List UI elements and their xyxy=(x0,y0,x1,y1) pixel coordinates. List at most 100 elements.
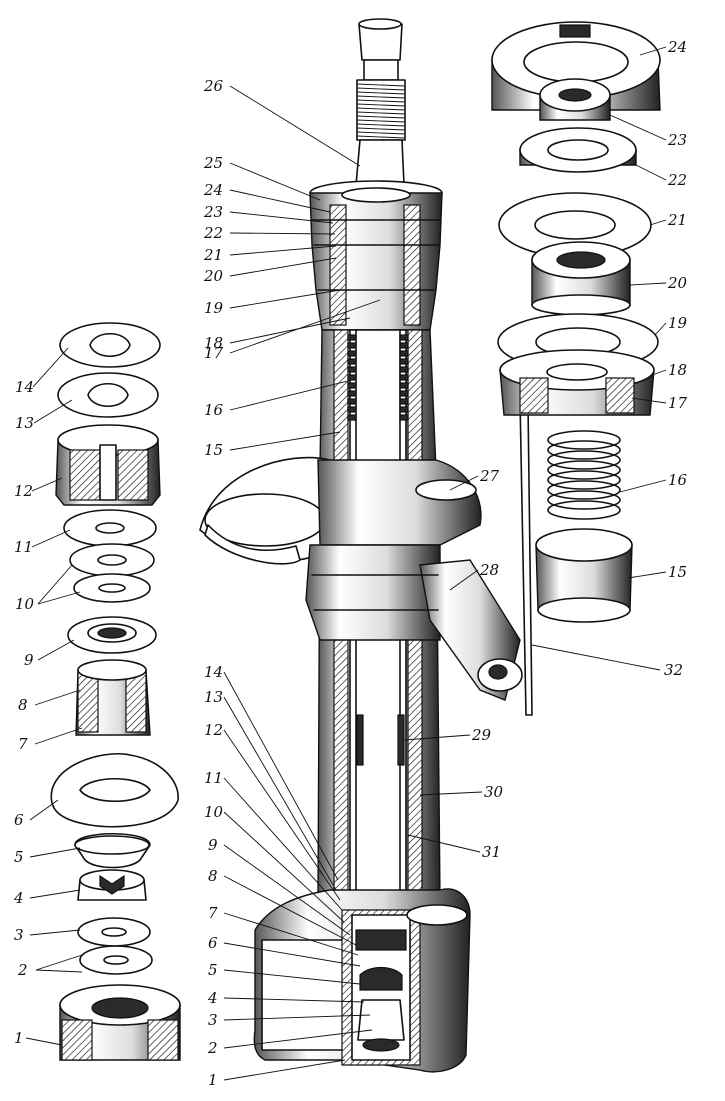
label-center-17: 17 xyxy=(204,344,224,362)
label-right-18: 18 xyxy=(668,361,687,379)
label-center-lower-6: 6 xyxy=(208,934,218,952)
rod-thread-line xyxy=(356,127,406,131)
label-center-15: 15 xyxy=(204,441,223,459)
label-right-23: 23 xyxy=(667,131,687,149)
rod-thread-line xyxy=(356,135,406,139)
label-left-5: 5 xyxy=(14,848,24,866)
discs-2 xyxy=(79,945,153,975)
rod-thread-line xyxy=(356,95,406,99)
cup-5 xyxy=(74,833,151,869)
discs-10 xyxy=(69,543,155,603)
label-right-17: 17 xyxy=(668,394,688,412)
label-right-22: 22 xyxy=(667,171,687,189)
spring-coil xyxy=(547,470,621,490)
inner-spring-coil xyxy=(347,382,357,389)
rod-thread-line xyxy=(356,99,406,103)
label-left-1: 1 xyxy=(14,1029,24,1047)
label-right-19: 19 xyxy=(668,314,688,332)
label-center-20: 20 xyxy=(203,267,224,285)
label-center-24: 24 xyxy=(203,181,223,199)
rod-thread-line xyxy=(356,111,406,115)
inner-spring-coil xyxy=(399,398,409,405)
spring-coil xyxy=(547,450,621,470)
label-left-7: 7 xyxy=(18,735,28,753)
label-right-16: 16 xyxy=(668,471,688,489)
inner-spring-coil xyxy=(347,366,357,373)
inner-spring-coil xyxy=(347,406,357,413)
label-right-15: 15 xyxy=(668,563,687,581)
label-left-2: 2 xyxy=(17,961,28,979)
rod-thread-line xyxy=(356,103,406,107)
valve-housing-1 xyxy=(59,984,181,1061)
label-center-lower-8: 8 xyxy=(208,867,218,885)
label-center-27: 27 xyxy=(479,467,500,485)
label-right-21: 21 xyxy=(667,211,687,229)
spacer-21 xyxy=(498,192,652,258)
inner-spring-coil xyxy=(399,390,409,397)
washer-13 xyxy=(57,372,159,418)
inner-spring-coil xyxy=(347,390,357,397)
washer-14 xyxy=(59,322,161,368)
bushing-20 xyxy=(531,241,631,316)
inner-spring-coil xyxy=(399,366,409,373)
label-center-28: 28 xyxy=(479,561,499,579)
left-exploded-parts xyxy=(50,322,181,1061)
valve-spring-8 xyxy=(75,659,151,736)
inner-spring-coil xyxy=(399,414,409,421)
label-center-lower-1: 1 xyxy=(208,1071,218,1089)
strut-assembly xyxy=(199,18,533,1073)
inner-spring-coil xyxy=(399,350,409,357)
label-center-26: 26 xyxy=(203,77,224,95)
spring-16 xyxy=(547,430,621,520)
label-left-9: 9 xyxy=(24,651,34,669)
label-center-18: 18 xyxy=(204,334,223,352)
label-center-31: 31 xyxy=(482,843,501,861)
spring-coil xyxy=(547,480,621,500)
inner-spring-coil xyxy=(347,414,357,421)
rod-thread-line xyxy=(356,91,406,95)
label-center-lower-12: 12 xyxy=(204,721,223,739)
spring-coil xyxy=(547,490,621,510)
valve-body-12 xyxy=(55,424,161,506)
inner-spring-coil xyxy=(347,398,357,405)
inner-spring-coil xyxy=(347,342,357,349)
label-left-3: 3 xyxy=(14,926,24,944)
rod-thread-line xyxy=(356,115,406,119)
label-left-13: 13 xyxy=(15,414,34,432)
spring-coil xyxy=(547,430,621,450)
piston-rod xyxy=(355,18,406,186)
label-center-16: 16 xyxy=(204,401,224,419)
label-left-4: 4 xyxy=(13,889,24,907)
disc-3 xyxy=(77,917,151,947)
spring-coil xyxy=(547,460,621,480)
leader-lines xyxy=(25,46,667,1081)
label-center-lower-13: 13 xyxy=(204,688,223,706)
strut-base-housing xyxy=(253,888,471,1073)
inner-spring-coil xyxy=(347,334,357,341)
inner-spring-coil xyxy=(399,342,409,349)
spring-seat-plate xyxy=(199,456,482,565)
support-24 xyxy=(491,21,661,111)
label-center-lower-2: 2 xyxy=(207,1039,218,1057)
bearing-22 xyxy=(519,127,637,173)
rod-thread-line xyxy=(356,87,406,91)
nut-4 xyxy=(77,869,147,901)
label-center-lower-3: 3 xyxy=(208,1011,218,1029)
label-center-lower-5: 5 xyxy=(208,961,218,979)
label-left-11: 11 xyxy=(14,538,33,556)
brake-hose-bracket xyxy=(519,399,533,716)
label-center-lower-7: 7 xyxy=(208,904,218,922)
inner-spring-coil xyxy=(399,358,409,365)
label-center-23: 23 xyxy=(203,203,223,221)
ring-9 xyxy=(67,616,157,654)
rod-thread-line xyxy=(356,119,406,123)
disc-11 xyxy=(63,509,157,547)
spring-coil xyxy=(547,440,621,460)
label-left-8: 8 xyxy=(18,696,28,714)
label-left-6: 6 xyxy=(14,811,24,829)
rod-thread-line xyxy=(356,123,406,127)
label-center-19: 19 xyxy=(204,299,224,317)
inner-spring-coil xyxy=(399,382,409,389)
